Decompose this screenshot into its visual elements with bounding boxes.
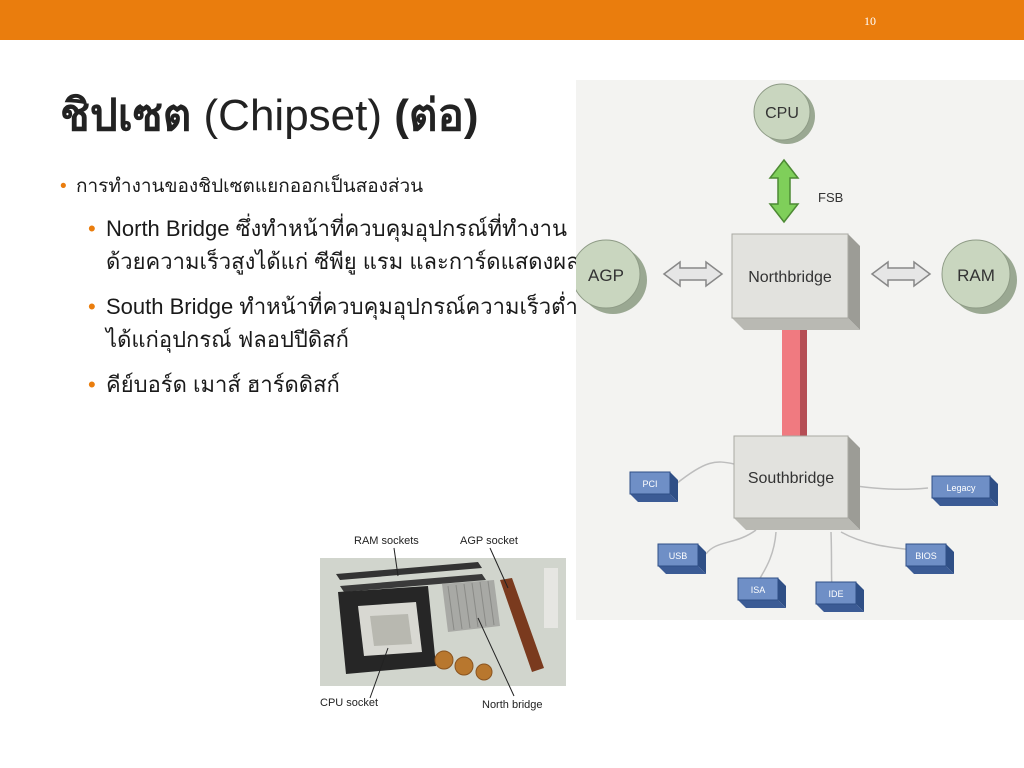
ram-sockets-label: RAM sockets [354, 535, 419, 547]
agp-node: AGP [576, 239, 647, 314]
bios-box: BIOS [905, 543, 954, 574]
fsb-label: FSB [818, 190, 843, 205]
agp-socket-label: AGP socket [460, 535, 518, 547]
bios-label: BIOS [915, 551, 937, 561]
bullet-input-devices: คีย์บอร์ด เมาส์ ฮาร์ดดิสก์ [88, 368, 580, 401]
usb-box: USB [657, 543, 706, 574]
northbridge-label: Northbridge [748, 269, 832, 286]
bullet-main: การทำงานของชิปเซตแยกออกเป็นสองส่วน [60, 174, 580, 200]
cpu-label: CPU [765, 105, 799, 122]
legacy-label: Legacy [946, 483, 976, 493]
usb-label: USB [669, 551, 688, 561]
pci-label: PCI [642, 479, 657, 489]
slide-title: ชิปเซต (Chipset) (ต่อ) [60, 80, 479, 150]
title-suffix: (ต่อ) [394, 91, 479, 140]
southbridge-label: Southbridge [748, 470, 834, 487]
pci-box: PCI [629, 471, 678, 502]
title-thai: ชิปเซต [60, 91, 192, 140]
agp-label: AGP [588, 266, 624, 285]
bullet-list: การทำงานของชิปเซตแยกออกเป็นสองส่วน North… [60, 174, 580, 401]
legacy-box: Legacy [931, 475, 998, 506]
cpu-node: CPU [753, 83, 815, 144]
ram-node: RAM [941, 239, 1017, 314]
agp-arrow [662, 260, 724, 288]
ram-arrow [870, 260, 932, 288]
northbridge-box: Northbridge [731, 233, 860, 330]
board-image [320, 558, 566, 686]
bullet-north-bridge: North Bridge ซึ่งทำหน้าที่ควบคุมอุปกรณ์ท… [88, 212, 580, 278]
title-english: (Chipset) [203, 91, 383, 140]
chipset-diagram: FSB CPU AGP RAM Northbridge Southbrid [576, 80, 1024, 620]
isa-label: ISA [751, 585, 766, 595]
page-number: 10 [864, 14, 876, 28]
ram-label: RAM [957, 266, 995, 285]
bus-link [782, 318, 800, 438]
fsb-arrow [768, 158, 800, 224]
motherboard-photo: RAM sockets AGP socket CPU socket Nort [320, 535, 566, 711]
cpu-socket-label: CPU socket [320, 697, 378, 709]
isa-box: ISA [737, 577, 786, 608]
southbridge-box: Southbridge [733, 435, 860, 530]
bullet-south-bridge: South Bridge ทำหน้าที่ควบคุมอุปกรณ์ความเ… [88, 290, 580, 356]
header-bar: 10 [0, 0, 1024, 40]
north-bridge-label: North bridge [482, 699, 543, 711]
ide-box: IDE [815, 581, 864, 612]
ide-label: IDE [828, 589, 843, 599]
